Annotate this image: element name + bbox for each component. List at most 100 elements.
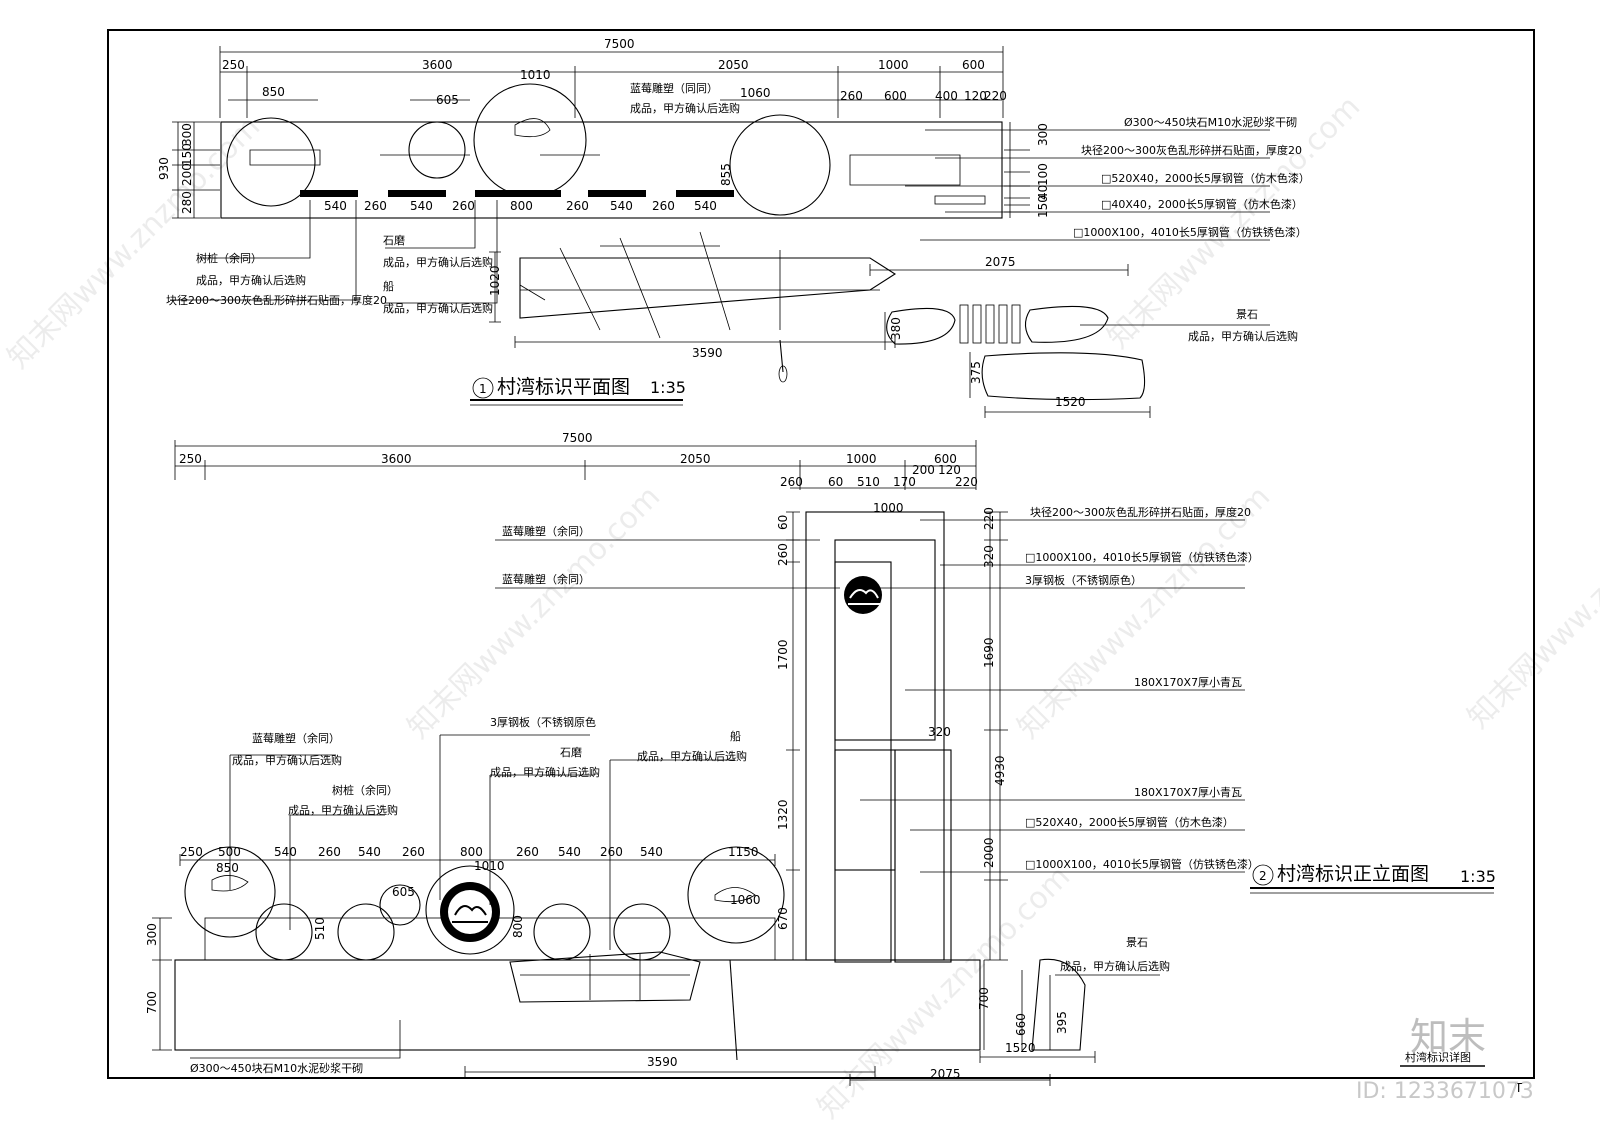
elev-title-block: 2 村湾标识正立面图 1:35 [1250,863,1496,894]
plan-bench-dims: 540 260 540 260 800 260 540 260 540 [324,199,717,213]
plan-dim: 260 [840,89,863,103]
svg-text:1: 1 [479,382,487,396]
svg-text:540: 540 [410,199,433,213]
svg-text:知末网www.znzmo.com: 知末网www.znzmo.com [1,109,267,375]
svg-text:260: 260 [600,845,623,859]
svg-text:260: 260 [566,199,589,213]
svg-text:成品，甲方确认后选购: 成品，甲方确认后选购 [1060,959,1170,973]
svg-text:1000: 1000 [846,452,877,466]
svg-text:Ø300～450块石M10水泥砂浆干砌: Ø300～450块石M10水泥砂浆干砌 [1124,115,1297,129]
plan-dim-left: 930 [157,157,171,180]
drawing-name: 村湾标识详图 [1405,1050,1471,1064]
stump-round [337,903,395,961]
svg-text:1520: 1520 [1055,395,1086,409]
plan-dim: 220 [984,89,1007,103]
svg-text:□40X40，2000长5厚钢管（仿木色漆）: □40X40，2000长5厚钢管（仿木色漆） [1101,197,1303,211]
svg-text:成品，甲方确认后选购: 成品，甲方确认后选购 [637,749,747,763]
plan-landscape-rock [981,352,1146,401]
sign-steel-column [834,561,892,963]
svg-text:395: 395 [1055,1011,1069,1034]
plan-boat: 1020 3590 [488,231,897,383]
svg-text:260: 260 [652,199,675,213]
svg-text:220: 220 [955,475,978,489]
plan-dim-855: 855 [719,163,733,186]
svg-text:320: 320 [982,545,996,568]
svg-text:180X170X7厚小青瓦: 180X170X7厚小青瓦 [1134,786,1242,799]
svg-text:块径200～300灰色乱形碎拼石贴面，厚度20: 块径200～300灰色乱形碎拼石贴面，厚度20 [1081,143,1302,157]
svg-text:800: 800 [460,845,483,859]
svg-text:540: 540 [640,845,663,859]
brand-logo: 知末 [1410,1015,1486,1059]
plan-dim: 850 [262,85,285,99]
svg-text:260: 260 [780,475,803,489]
svg-text:2050: 2050 [680,452,711,466]
svg-text:60: 60 [828,475,843,489]
svg-text:□1000X100，4010长5厚钢管（仿铁锈色漆）: □1000X100，4010长5厚钢管（仿铁锈色漆） [1025,857,1259,871]
svg-text:260: 260 [452,199,475,213]
plan-dim: 1060 [740,86,771,100]
plan-steel-strip [249,149,961,186]
elev-circle-dims: 850 605 1010 1060 510 800 [216,859,761,940]
elev-dim-1000: 1000 [873,501,904,515]
svg-text:800: 800 [510,199,533,213]
svg-text:3590: 3590 [692,346,723,360]
svg-text:船: 船 [383,279,394,293]
svg-text:蓝莓雕塑（同同）: 蓝莓雕塑（同同） [630,81,718,95]
plan-dim-right: 40 [1036,185,1050,200]
svg-text:220: 220 [982,507,996,530]
plan-dim: 605 [436,93,459,107]
stump-round [613,903,671,961]
sign-tile-upper [834,539,936,741]
svg-text:1150: 1150 [728,845,759,859]
plan-landscape-rock [1024,305,1109,343]
svg-text:300: 300 [145,923,159,946]
plan-dim: 1010 [520,68,551,82]
plan-view: 7500 250 3600 2050 1000 600 850 605 1010… [157,37,1310,418]
elev-dim-320: 320 [928,725,951,739]
svg-text:4930: 4930 [993,755,1007,786]
plan-dim-left: 150 [180,143,194,166]
svg-text:850: 850 [216,861,239,875]
sheet-frame [107,29,1535,1079]
svg-text:石磨: 石磨 [383,234,405,247]
svg-text:1320: 1320 [776,799,790,830]
plan-dim-left: 300 [180,123,194,146]
svg-text:1020: 1020 [488,265,502,296]
svg-text:成品，甲方确认后选购: 成品，甲方确认后选购 [383,255,493,269]
plan-benches [300,190,734,197]
elev-title: 村湾标识正立面图 [1277,863,1429,885]
plan-steps [959,304,1021,344]
svg-text:380: 380 [889,317,903,340]
elev-landscape-rock [1031,958,1086,1051]
plan-dim-total: 7500 [604,37,635,51]
elev-left-notes: 蓝莓雕塑（余同） 蓝莓雕塑（余同） [495,524,840,589]
plan-landscape-rock [886,307,956,345]
svg-text:蓝莓雕塑（余同）: 蓝莓雕塑（余同） [502,524,590,538]
svg-text:200: 200 [912,463,935,477]
elev-leader-notes: 蓝莓雕塑（余同） 成品，甲方确认后选购 树桩（余同） 成品，甲方确认后选购 3厚… [190,715,1170,1075]
plan-dim-left: 200 [180,163,194,186]
svg-text:120: 120 [938,463,961,477]
plan-dim: 250 [222,58,245,72]
svg-text:1010: 1010 [474,859,505,873]
svg-text:3590: 3590 [647,1055,678,1069]
svg-text:□1000X100，4010长5厚钢管（仿铁锈色漆）: □1000X100，4010长5厚钢管（仿铁锈色漆） [1073,225,1307,239]
svg-text:1690: 1690 [982,637,996,668]
berry-icon [211,875,756,903]
svg-text:景石: 景石 [1126,936,1148,949]
boat-elevation [509,951,701,1003]
svg-text:60: 60 [776,515,790,530]
svg-text:540: 540 [694,199,717,213]
svg-text:□520X40，2000长5厚钢管（仿木色漆）: □520X40，2000长5厚钢管（仿木色漆） [1101,171,1310,185]
sign-tower-stone [805,511,945,961]
plan-right-notes: Ø300～450块石M10水泥砂浆干砌 块径200～300灰色乱形碎拼石贴面，厚… [905,115,1310,241]
svg-text:1060: 1060 [730,893,761,907]
svg-text:260: 260 [364,199,387,213]
elev-right-notes: 块径200～300灰色乱形碎拼石贴面，厚度20 □1000X100，4010长5… [860,505,1259,873]
svg-text:260: 260 [516,845,539,859]
svg-text:3厚钢板（不锈钢原色）: 3厚钢板（不锈钢原色） [1025,573,1142,587]
svg-text:2075: 2075 [930,1067,961,1081]
millstone [425,865,515,955]
plan-dim-2075: 2075 [985,255,1016,269]
